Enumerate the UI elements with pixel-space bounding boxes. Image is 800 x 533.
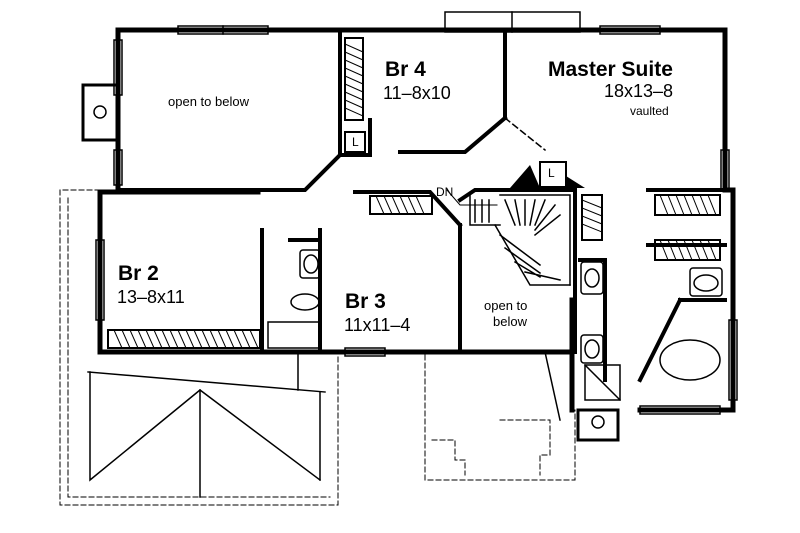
roof-outline (59, 189, 576, 506)
linen-wedge-2 (566, 176, 585, 188)
linen-closet-label-right: L (548, 166, 555, 180)
open-to-below-upper-label: open to below (168, 94, 249, 109)
room-name-br3: Br 3 (345, 290, 386, 313)
roof-ridges (87, 351, 561, 498)
room-note-vaulted: vaulted (630, 104, 669, 118)
closet-shelves (107, 37, 721, 349)
room-name-master-suite: Master Suite (548, 58, 673, 81)
windows (95, 11, 738, 415)
fireplace-right (576, 408, 620, 442)
room-dims-br4: 11–8x10 (383, 83, 451, 103)
room-name-br4: Br 4 (385, 58, 426, 81)
room-dims-br2: 13–8x11 (117, 287, 185, 307)
stairs (446, 189, 571, 286)
bath-fixtures (267, 249, 723, 402)
stair-down-label: DN (436, 185, 454, 199)
room-dims-br3: 11x11–4 (344, 315, 411, 335)
fireplace-left (81, 83, 120, 142)
interior-walls (116, 28, 727, 383)
master-opening (503, 116, 547, 152)
linen-wedge (510, 165, 540, 188)
room-dims-master-suite: 18x13–8 (604, 81, 674, 101)
linen-closets (344, 131, 567, 188)
linen-closet-label-left: L (352, 135, 359, 149)
room-name-br2: Br 2 (118, 262, 159, 285)
open-to-below-center-line2: below (493, 314, 527, 329)
open-to-below-center-line1: open to (484, 298, 528, 313)
